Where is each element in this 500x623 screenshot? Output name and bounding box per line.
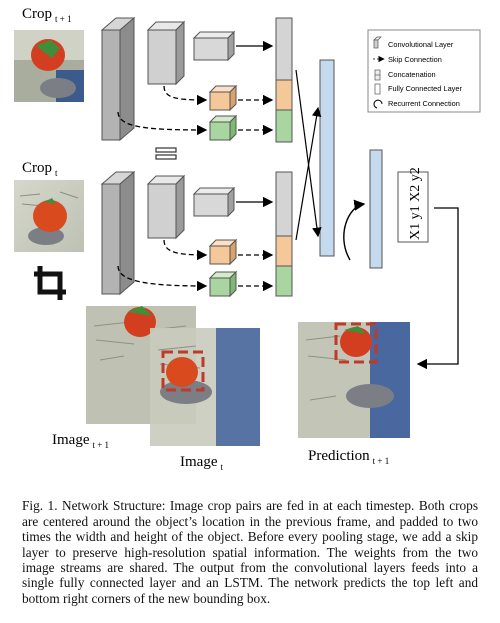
crop-icon (34, 266, 66, 300)
prediction-arrow (416, 207, 459, 370)
bottom-stream-arrows (117, 196, 274, 292)
crop-t1-image (14, 30, 84, 102)
figure-caption: Fig. 1. Network Structure: Image crop pa… (22, 498, 478, 606)
shared-weights-symbol (155, 147, 177, 160)
concat-to-fc-connections (295, 69, 322, 241)
legend-item-skip: Skip Connection (388, 55, 442, 64)
top-concatenation (275, 17, 293, 143)
bottom-concatenation (275, 171, 293, 297)
output-coords-text: X1 y1 X2 y2 (408, 167, 423, 240)
recurrent-connection-arrow (343, 199, 366, 261)
legend-concat-icon (374, 69, 381, 81)
legend-fc-icon (374, 83, 381, 95)
legend-item-concat: Concatenation (388, 70, 436, 79)
legend-conv-icon (373, 36, 382, 49)
lstm-layer (369, 149, 383, 269)
output-coords-box: X1 y1 X2 y2 (397, 167, 429, 243)
legend-item-fc: Fully Connected Layer (388, 84, 462, 93)
top-stream-conv-layers (100, 16, 238, 142)
prediction-image (298, 322, 410, 438)
top-stream-arrows (117, 40, 274, 136)
image-t (150, 328, 260, 446)
legend-item-conv: Convolutional Layer (388, 40, 454, 49)
legend-recurrent-icon (373, 99, 383, 109)
legend: Convolutional Layer Skip Connection Conc… (367, 29, 481, 113)
fully-connected-layer (319, 59, 335, 257)
bottom-stream-conv-layers (100, 170, 238, 298)
legend-item-recurrent: Recurrent Connection (388, 99, 460, 108)
crop-t-image (14, 180, 84, 252)
